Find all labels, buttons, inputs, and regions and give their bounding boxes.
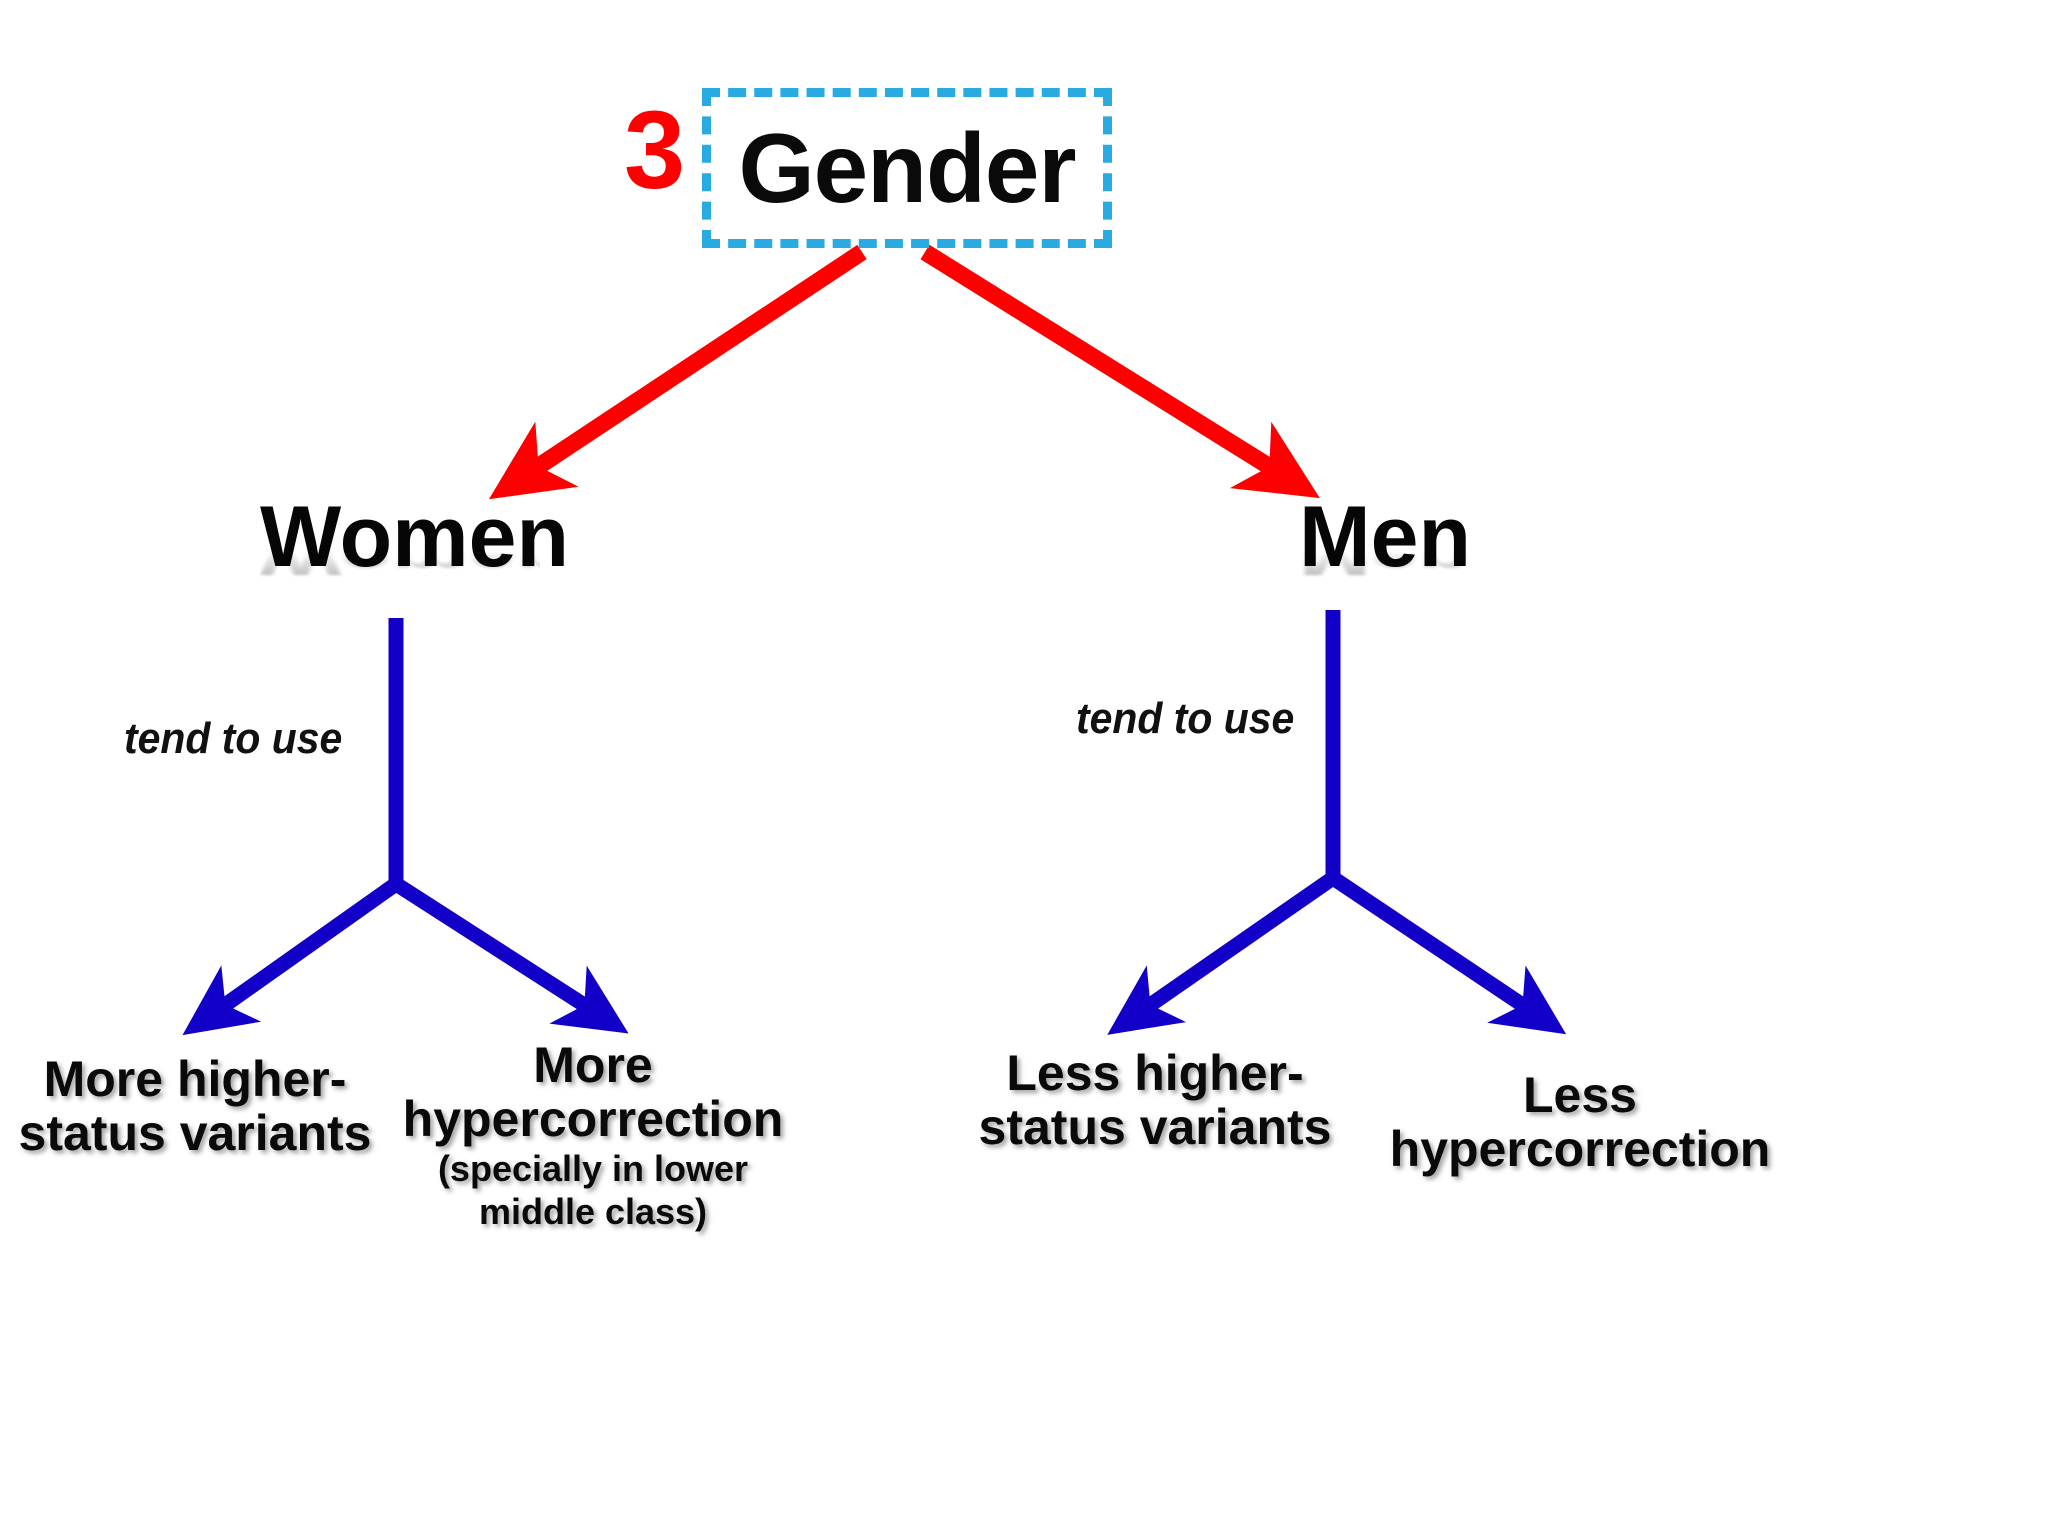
gender-node-box[interactable] bbox=[702, 88, 1112, 248]
edge-label-women-tend-to-use: tend to use bbox=[124, 714, 343, 763]
branch-head-women-reflection: Women bbox=[260, 531, 569, 585]
leaf-line-1: More higher- bbox=[43, 1051, 347, 1107]
arrow-women-to-hypercorrection bbox=[391, 877, 629, 1034]
leaf-note-line-2: middle class) bbox=[478, 1190, 708, 1232]
leaf-men-higher-status-variants[interactable]: Less higher- status variants bbox=[960, 1046, 1350, 1154]
leaf-women-higher-status-variants[interactable]: More higher- status variants bbox=[0, 1052, 390, 1160]
arrow-men-to-hypercorrection bbox=[1328, 871, 1567, 1035]
slide-number-marker: 3 bbox=[624, 89, 686, 212]
gender-node-label: Gender bbox=[738, 113, 1076, 223]
edge-label-men-tend-to-use: tend to use bbox=[1076, 694, 1295, 743]
arrow-women-to-status bbox=[182, 877, 401, 1036]
branch-head-men[interactable]: Men Men bbox=[1290, 494, 1480, 668]
leaf-line-1: Less higher- bbox=[1006, 1045, 1304, 1101]
leaf-line-2: status variants bbox=[18, 1105, 372, 1161]
branch-head-women[interactable]: Women Women bbox=[260, 494, 569, 668]
arrow-men-to-status bbox=[1107, 871, 1338, 1035]
leaf-line-1: Less bbox=[1523, 1067, 1637, 1123]
arrow-gender-to-men bbox=[920, 244, 1320, 499]
branch-head-men-label: Men bbox=[1299, 489, 1471, 585]
arrow-gender-to-women bbox=[488, 244, 867, 500]
leaf-women-hypercorrection[interactable]: More hypercorrection (specially in lower… bbox=[388, 1038, 798, 1232]
leaf-line-2: status variants bbox=[978, 1099, 1332, 1155]
leaf-line-2: hypercorrection bbox=[402, 1091, 784, 1147]
branch-head-men-reflection: Men bbox=[1299, 531, 1471, 585]
leaf-note-line-1: (specially in lower bbox=[437, 1148, 749, 1189]
branch-head-women-label: Women bbox=[260, 489, 569, 585]
leaf-line-1: More bbox=[533, 1037, 653, 1093]
leaf-men-hypercorrection[interactable]: Less hypercorrection bbox=[1380, 1068, 1780, 1176]
leaf-line-2: hypercorrection bbox=[1389, 1121, 1771, 1177]
